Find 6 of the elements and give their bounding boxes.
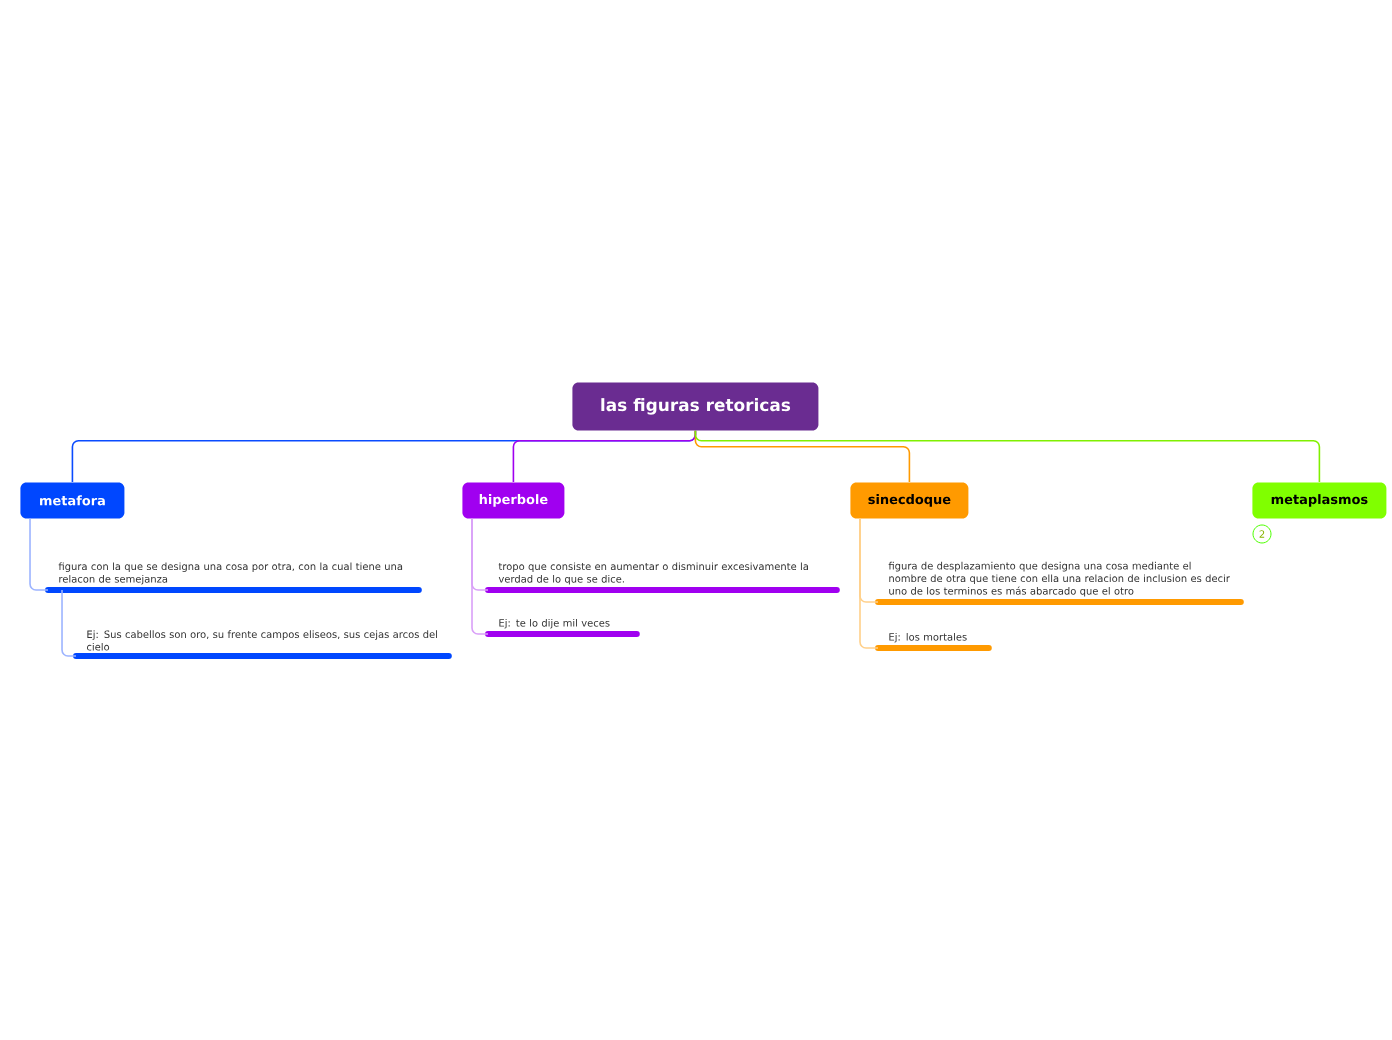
connector-line	[471, 518, 489, 635]
connector-line	[29, 518, 49, 591]
central-topic-box: las figuras retoricas	[572, 382, 819, 431]
connector-line	[694, 429, 1321, 483]
connector-line	[512, 429, 697, 483]
connector-line	[859, 518, 879, 649]
